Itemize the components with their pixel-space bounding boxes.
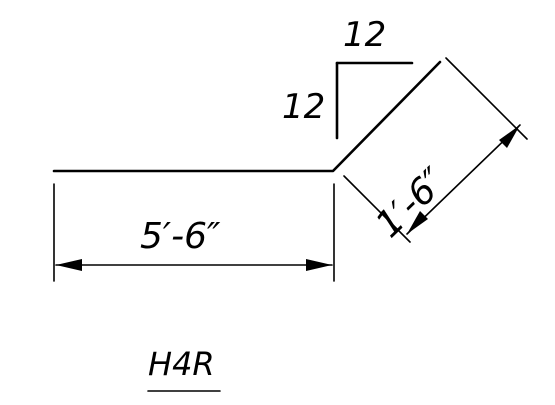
dim-sloped-label: 1′-6″ <box>368 160 455 246</box>
dim-horizontal-label: 5′-6″ <box>140 216 221 257</box>
dim-arrow-left <box>56 259 82 271</box>
slope-rise-label: 12 <box>282 87 325 127</box>
dim-extension-lower <box>343 175 411 243</box>
profile-outline <box>52 60 442 173</box>
dim-arrow-upper <box>499 125 520 148</box>
part-label: H4R <box>148 345 215 383</box>
dim-arrow-right <box>306 259 332 271</box>
slope-run-label: 12 <box>343 15 386 55</box>
dim-arrow-lower <box>407 211 428 234</box>
dim-line-sloped <box>406 124 521 235</box>
dim-extension-upper <box>445 57 528 140</box>
